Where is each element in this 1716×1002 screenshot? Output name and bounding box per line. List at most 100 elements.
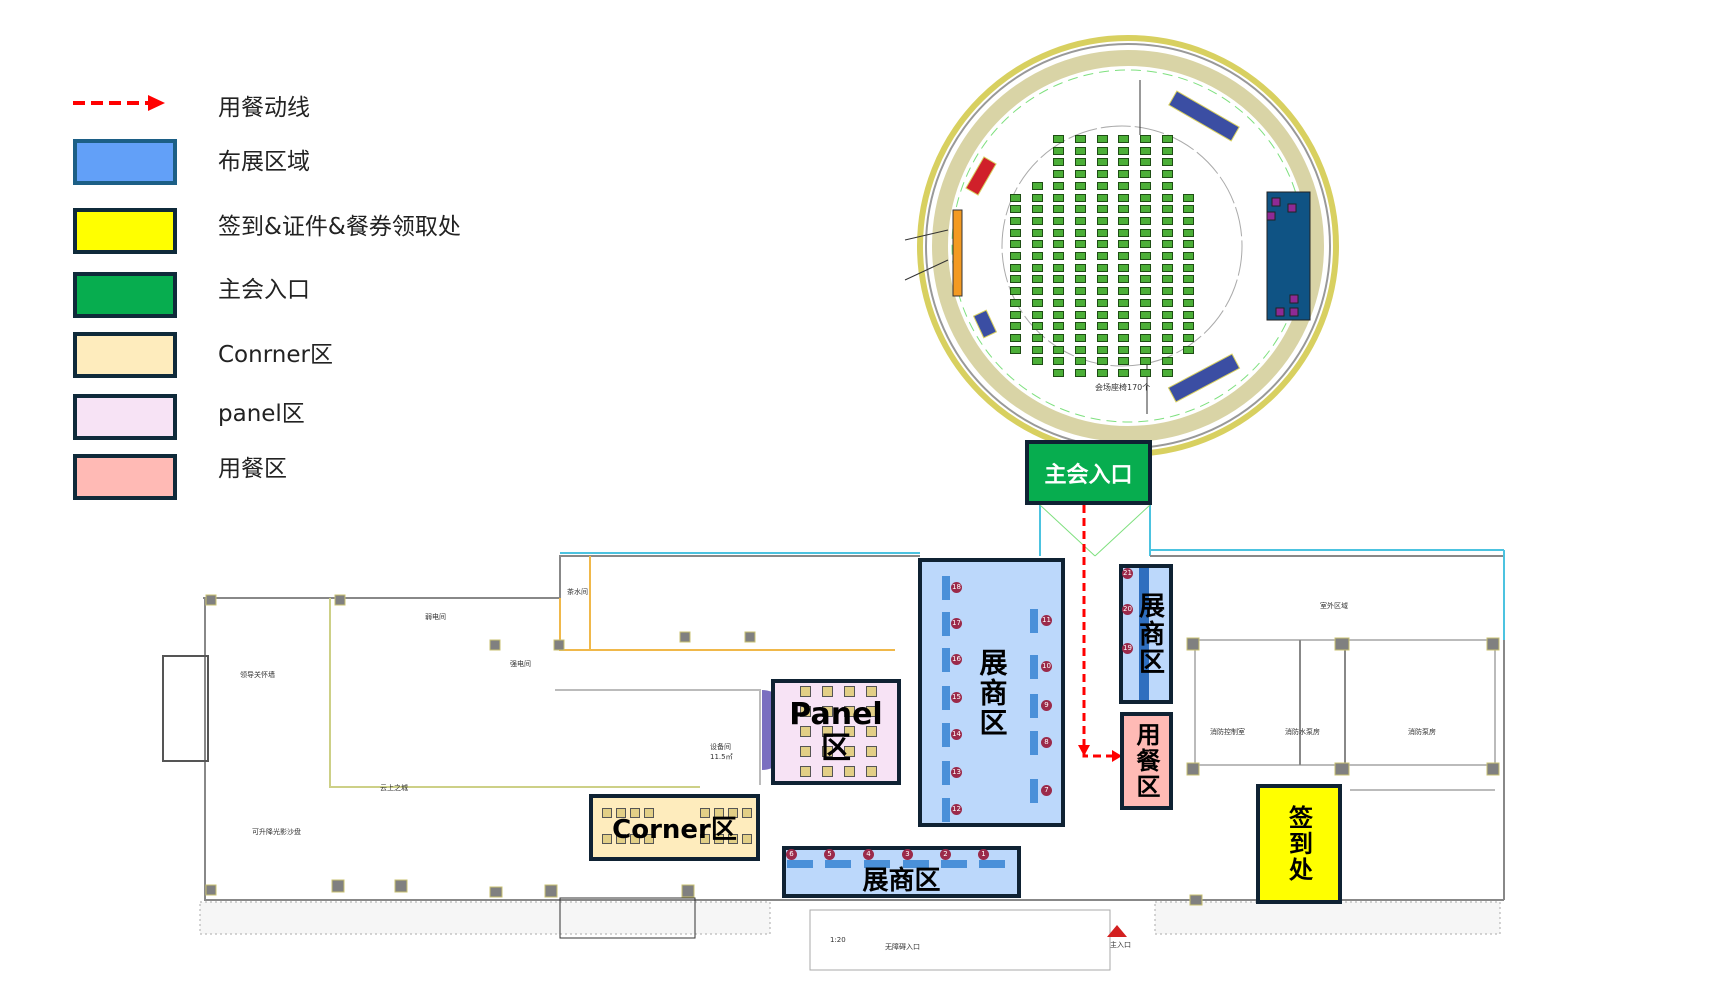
seat bbox=[1032, 205, 1043, 214]
seat bbox=[1075, 287, 1086, 296]
seat bbox=[1183, 205, 1194, 214]
seat bbox=[1140, 135, 1151, 143]
seat bbox=[1053, 135, 1064, 143]
seat bbox=[1097, 298, 1108, 307]
legend-label-dining: 用餐区 bbox=[218, 456, 287, 482]
legend-label-main-entrance: 主会入口 bbox=[218, 277, 310, 303]
seat bbox=[1183, 333, 1194, 342]
seat bbox=[1140, 228, 1151, 237]
seat bbox=[1010, 252, 1021, 260]
seat bbox=[1140, 369, 1151, 377]
seat bbox=[1162, 357, 1173, 366]
seat bbox=[1162, 135, 1173, 143]
room-label-main-entry: 主入口 bbox=[1110, 941, 1131, 949]
seat bbox=[1053, 252, 1064, 260]
seat bbox=[1010, 310, 1021, 319]
seat bbox=[1010, 275, 1021, 284]
seat bbox=[1097, 369, 1108, 377]
room-label-sand-table: 可升降光影沙盘 bbox=[252, 828, 301, 836]
seat bbox=[1053, 158, 1064, 167]
seat bbox=[1010, 287, 1021, 296]
dining-zone-label: 用餐区 bbox=[1132, 722, 1160, 800]
panel-chair bbox=[844, 746, 855, 757]
seat bbox=[1140, 287, 1151, 296]
seat bbox=[1075, 333, 1086, 342]
seat bbox=[1118, 181, 1129, 190]
corner-zone-label: Corner区 bbox=[612, 815, 737, 845]
seat bbox=[1032, 275, 1043, 284]
seat bbox=[1075, 146, 1086, 155]
booth-table bbox=[903, 860, 929, 868]
seat bbox=[1053, 240, 1064, 249]
seat bbox=[1032, 287, 1043, 296]
seat bbox=[1183, 252, 1194, 260]
main-entrance-zone[interactable]: 主会入口 bbox=[1025, 440, 1152, 505]
room-label-strong-elec: 强电间 bbox=[510, 660, 531, 668]
seat bbox=[1097, 181, 1108, 190]
seat bbox=[1118, 252, 1129, 260]
seat bbox=[1162, 333, 1173, 342]
seat bbox=[1118, 135, 1129, 143]
panel-chair bbox=[822, 766, 833, 777]
seat bbox=[1118, 158, 1129, 167]
legend-swatch-panel bbox=[73, 394, 177, 440]
hatched-strips bbox=[199, 897, 1501, 971]
blue-panel-left bbox=[972, 309, 998, 339]
seat bbox=[1075, 310, 1086, 319]
seat bbox=[1097, 322, 1108, 331]
red-desk bbox=[965, 156, 997, 196]
seat bbox=[1032, 310, 1043, 319]
seat bbox=[1010, 228, 1021, 237]
legend-swatch-exhibit bbox=[73, 139, 177, 185]
seat bbox=[1183, 216, 1194, 225]
legend-label-signin: 签到&证件&餐券领取处 bbox=[218, 214, 461, 240]
seat bbox=[1118, 333, 1129, 342]
seat bbox=[1118, 310, 1129, 319]
seat bbox=[1140, 357, 1151, 366]
panel-chair bbox=[866, 726, 877, 737]
seat bbox=[1097, 146, 1108, 155]
seat bbox=[1162, 158, 1173, 167]
seat bbox=[1097, 135, 1108, 143]
room-label-outdoor: 室外区域 bbox=[1320, 602, 1348, 610]
seat bbox=[1140, 158, 1151, 167]
seat bbox=[1140, 333, 1151, 342]
seat bbox=[1140, 275, 1151, 284]
seat bbox=[1140, 298, 1151, 307]
seat bbox=[1118, 369, 1129, 377]
corner-chair bbox=[602, 834, 612, 844]
seat bbox=[1162, 170, 1173, 179]
seat bbox=[1010, 193, 1021, 202]
seat bbox=[1097, 240, 1108, 249]
seat bbox=[1162, 146, 1173, 155]
seat bbox=[1032, 357, 1043, 366]
seat bbox=[1097, 228, 1108, 237]
seat bbox=[1010, 263, 1021, 272]
seat bbox=[1162, 322, 1173, 331]
panel-chair bbox=[844, 686, 855, 697]
seat bbox=[1162, 298, 1173, 307]
seat bbox=[1075, 205, 1086, 214]
seat bbox=[1140, 193, 1151, 202]
seat bbox=[1032, 345, 1043, 354]
seat bbox=[1118, 205, 1129, 214]
seat bbox=[1097, 333, 1108, 342]
seat bbox=[1075, 170, 1086, 179]
exhibit-zone-main: 展商区 bbox=[918, 558, 1065, 827]
seat bbox=[1162, 369, 1173, 377]
booth-table bbox=[979, 860, 1005, 868]
panel-chair bbox=[800, 766, 811, 777]
seat bbox=[1097, 158, 1108, 167]
room-label-weak-elec: 弱电间 bbox=[425, 613, 446, 621]
seat bbox=[1032, 181, 1043, 190]
panel-chair bbox=[866, 766, 877, 777]
seat bbox=[1118, 170, 1129, 179]
seat bbox=[1140, 170, 1151, 179]
panel-chair bbox=[822, 746, 833, 757]
seat bbox=[1010, 345, 1021, 354]
seat bbox=[1010, 216, 1021, 225]
seat bbox=[1053, 357, 1064, 366]
seat bbox=[1183, 287, 1194, 296]
seat bbox=[1118, 240, 1129, 249]
room-label-fire-water-pump: 消防水泵房 bbox=[1285, 728, 1320, 736]
